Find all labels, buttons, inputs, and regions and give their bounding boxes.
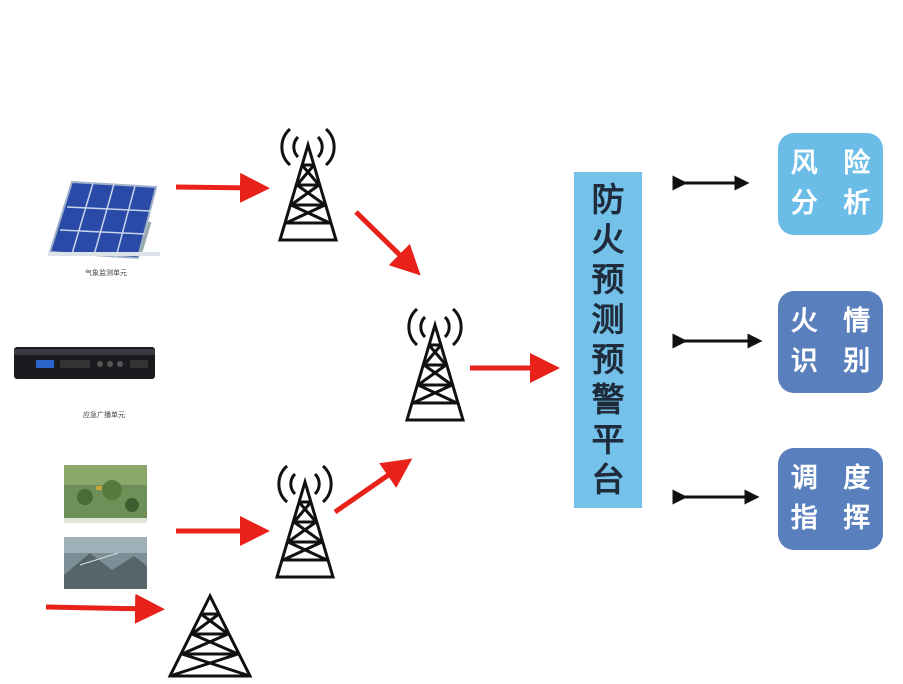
- function-box-dispatch-command: 调 度 指 挥: [778, 448, 883, 550]
- platform-char: 防: [591, 180, 625, 219]
- platform-char: 测: [591, 300, 625, 339]
- tower-icon: [274, 464, 336, 579]
- tower-icon: [277, 127, 339, 242]
- function-box-line: 调 度: [790, 463, 879, 494]
- red-arrow: [354, 210, 421, 276]
- solar-caption: 气象监测单元: [85, 269, 127, 277]
- solar-panel-image: [48, 180, 160, 260]
- red-arrow: [45, 593, 165, 624]
- red-arrow: [333, 458, 413, 515]
- function-box-line: 指 挥: [790, 503, 879, 534]
- function-box-fire-identification: 火 情 识 别: [778, 291, 883, 393]
- platform-char: 平: [591, 420, 625, 459]
- rack-device-image: [14, 347, 155, 379]
- platform-char: 火: [591, 220, 625, 259]
- function-box-line: 风 险: [790, 148, 879, 179]
- function-box-line: 识 别: [790, 346, 879, 377]
- platform-char: 预: [591, 260, 625, 299]
- function-box-line: 火 情: [790, 306, 879, 337]
- tower-icon: [167, 592, 253, 678]
- mountain-photo: [64, 537, 147, 589]
- function-box-risk-analysis: 风 险 分 析: [778, 133, 883, 235]
- function-box-line: 分 析: [790, 188, 879, 219]
- platform-char: 台: [591, 460, 625, 499]
- red-arrow: [175, 172, 270, 203]
- tower-icon: [404, 307, 466, 422]
- platform-char: 预: [591, 340, 625, 379]
- platform-label: 防 火 预 测 预 警 平 台: [574, 172, 642, 508]
- platform-char: 警: [591, 380, 625, 419]
- rack-caption: 应急广播单元: [83, 411, 125, 419]
- forest-photo: [64, 465, 147, 523]
